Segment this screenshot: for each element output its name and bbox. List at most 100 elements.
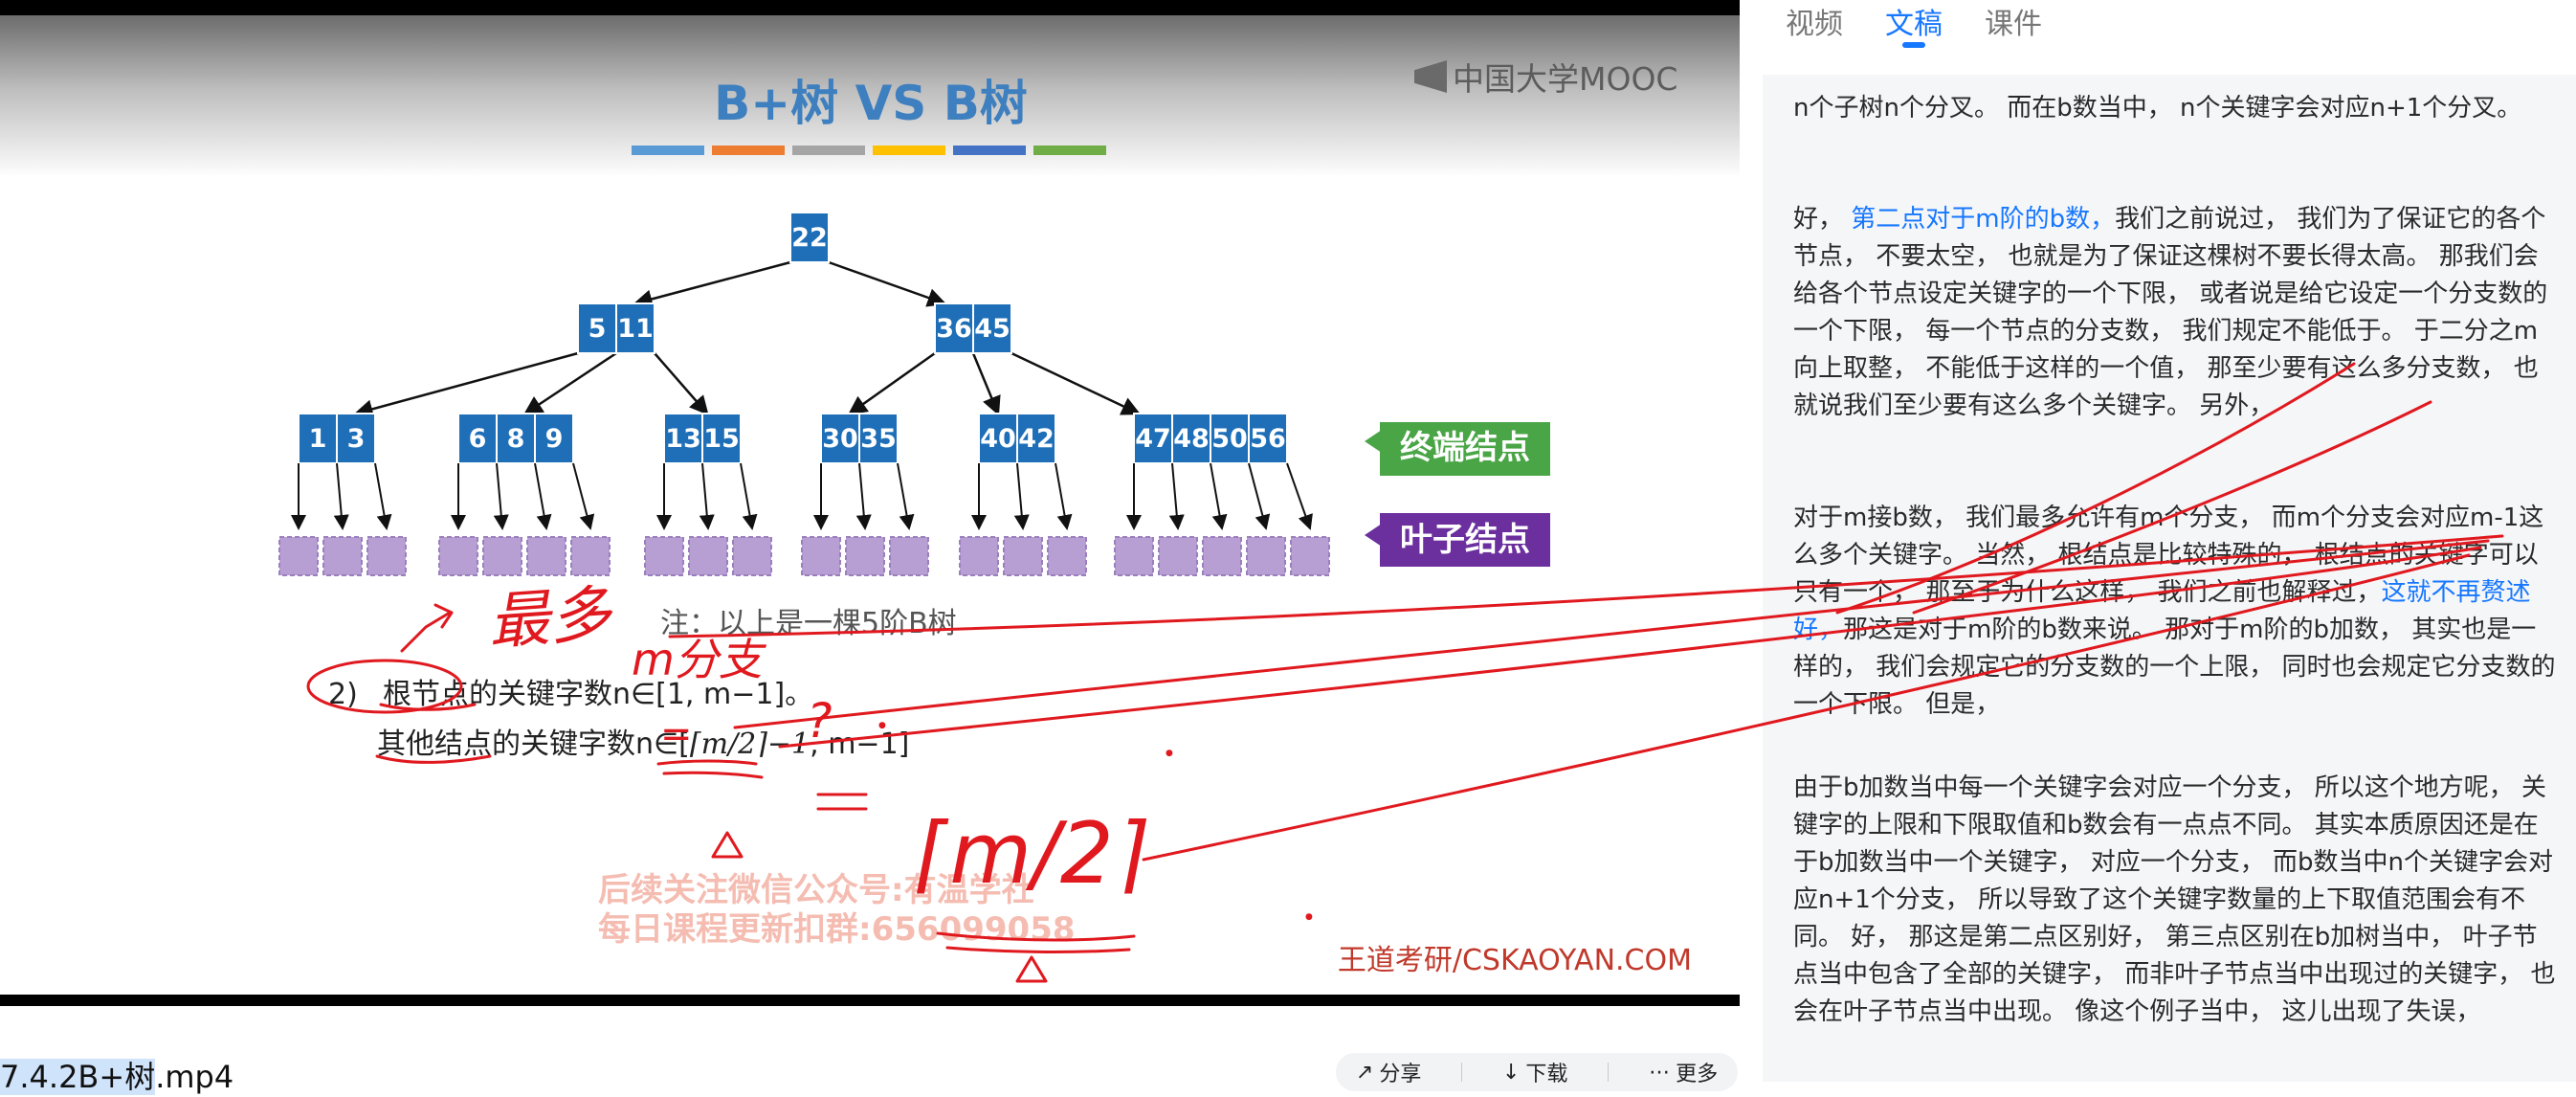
tree-edge bbox=[654, 352, 709, 415]
key-cell bbox=[701, 413, 742, 464]
filename-extension: .mp4 bbox=[155, 1059, 234, 1095]
key-label: 35 bbox=[860, 424, 897, 454]
side-tabs: 视频 文稿 课件 bbox=[1786, 0, 2042, 48]
leaf-label-pointer bbox=[1365, 524, 1382, 547]
leaf-pointer bbox=[1286, 462, 1313, 530]
transcript-paragraph: 由于b加数当中每一个关键字会对应一个分支， 所以这个地方呢， 关键字的上限和下限… bbox=[1793, 773, 2556, 1026]
leaf-pointer bbox=[534, 462, 552, 530]
share-button[interactable]: ↗分享 bbox=[1356, 1057, 1421, 1087]
leaf-pointer bbox=[374, 462, 392, 530]
tree-edge bbox=[522, 351, 617, 415]
leaf-pointer bbox=[855, 462, 872, 530]
more-button[interactable]: ⋯更多 bbox=[1649, 1057, 1718, 1087]
key-cell bbox=[934, 302, 974, 354]
leaf-null-box bbox=[526, 536, 566, 576]
tree-node: 22 bbox=[789, 212, 830, 263]
leaf-null-box bbox=[570, 536, 611, 576]
key-label: 45 bbox=[974, 314, 1010, 344]
mooc-logo-text: 中国大学MOOC bbox=[1453, 60, 1678, 98]
key-label: 48 bbox=[1173, 424, 1210, 454]
leaf-pointer bbox=[333, 462, 349, 530]
transcript-paragraph: n个子树n个分叉。 而在b数当中， n个关键字会对应n+1个分叉。 bbox=[1793, 94, 2522, 123]
key-cell bbox=[858, 413, 899, 464]
rule-other-suffix: , m−1] bbox=[810, 728, 909, 761]
video-top-bar bbox=[0, 0, 1740, 15]
key-label: 8 bbox=[507, 424, 525, 454]
transcript-panel[interactable]: n个子树n个分叉。 而在b数当中， n个关键字会对应n+1个分叉。 好， 第二点… bbox=[1763, 75, 2576, 1082]
leaf-null-box bbox=[1290, 536, 1330, 576]
tree-node: 5 11 bbox=[577, 302, 655, 354]
key-cell bbox=[972, 302, 1012, 354]
rule-other-text: 其他结点的关键字数n∈[⌈m/2⌉−1, m−1] bbox=[377, 728, 909, 761]
video-actions: ↗分享 ↓下载 ⋯更多 bbox=[1336, 1053, 1738, 1091]
leaf-null-box bbox=[482, 536, 522, 576]
rule-number: 2) bbox=[328, 678, 358, 711]
footer-brand: 王道考研/CSKAOYAN.COM bbox=[1338, 944, 1692, 977]
video-bottom-bar bbox=[0, 995, 1740, 1006]
key-cell bbox=[615, 302, 655, 354]
transcript-highlight[interactable]: 第二点对于m阶的b数， bbox=[1851, 205, 2116, 234]
leaf-pointer bbox=[897, 462, 915, 530]
tab-video[interactable]: 视频 bbox=[1786, 8, 1843, 41]
key-label: 30 bbox=[822, 424, 858, 454]
color-bar-segment bbox=[953, 146, 1026, 155]
leaf-label-text: 叶子结点 bbox=[1400, 521, 1530, 559]
leaf-null-box bbox=[1246, 536, 1286, 576]
key-label: 47 bbox=[1135, 424, 1171, 454]
tree-edges bbox=[353, 260, 1142, 419]
key-label: 40 bbox=[980, 424, 1016, 454]
leaf-pointer bbox=[1013, 462, 1030, 530]
color-bar-segment bbox=[792, 146, 865, 155]
key-label: 5 bbox=[588, 314, 607, 344]
key-label: 22 bbox=[791, 223, 828, 253]
leaf-pointer bbox=[493, 462, 509, 530]
key-label: 56 bbox=[1250, 424, 1286, 454]
mooc-logo: 中国大学MOOC bbox=[1414, 54, 1677, 100]
leaf-null-box bbox=[278, 536, 319, 576]
more-icon: ⋯ bbox=[1649, 1060, 1671, 1085]
key-cell bbox=[978, 413, 1018, 464]
action-divider bbox=[1461, 1063, 1463, 1082]
key-label: 42 bbox=[1018, 424, 1055, 454]
key-cell bbox=[577, 302, 617, 354]
key-cell bbox=[1016, 413, 1056, 464]
watermark-line-1: 后续关注微信公众号:有温学社 bbox=[598, 871, 1034, 909]
key-cell bbox=[1171, 413, 1211, 464]
leaf-null-box bbox=[1202, 536, 1242, 576]
tree-edge bbox=[1010, 351, 1142, 415]
leaf-pointer bbox=[1248, 462, 1271, 530]
leaf-null-box bbox=[732, 536, 772, 576]
download-icon: ↓ bbox=[1501, 1060, 1521, 1085]
leaf-null-boxes bbox=[278, 536, 1330, 576]
slide-color-bar bbox=[632, 146, 1106, 155]
tab-transcript[interactable]: 文稿 bbox=[1885, 0, 1943, 48]
leaf-pointer bbox=[1210, 462, 1228, 530]
terminal-label-pointer bbox=[1365, 430, 1382, 453]
leaf-null-box bbox=[688, 536, 728, 576]
terminal-label-text: 终端结点 bbox=[1400, 429, 1530, 467]
key-label: 11 bbox=[617, 314, 654, 344]
download-button[interactable]: ↓下载 bbox=[1502, 1057, 1567, 1087]
color-bar-segment bbox=[632, 146, 704, 155]
leaf-pointer bbox=[1055, 462, 1073, 530]
leaf-node-label: 叶子结点 bbox=[1365, 513, 1550, 567]
leaf-pointer-arrows bbox=[291, 462, 1313, 530]
tab-courseware[interactable]: 课件 bbox=[1985, 8, 2042, 41]
color-bar-segment bbox=[873, 146, 945, 155]
video-filename: 7.4.2B+树.mp4 bbox=[0, 1053, 233, 1097]
leaf-null-box bbox=[1047, 536, 1087, 576]
leaf-null-box bbox=[438, 536, 478, 576]
leaf-null-box bbox=[1158, 536, 1198, 576]
rule-other-prefix: 其他结点的关键字数n∈[ bbox=[377, 728, 690, 761]
terminal-label-box bbox=[1380, 422, 1550, 476]
leaf-null-box bbox=[644, 536, 684, 576]
key-cell bbox=[663, 413, 703, 464]
tree-edge bbox=[971, 352, 1001, 416]
